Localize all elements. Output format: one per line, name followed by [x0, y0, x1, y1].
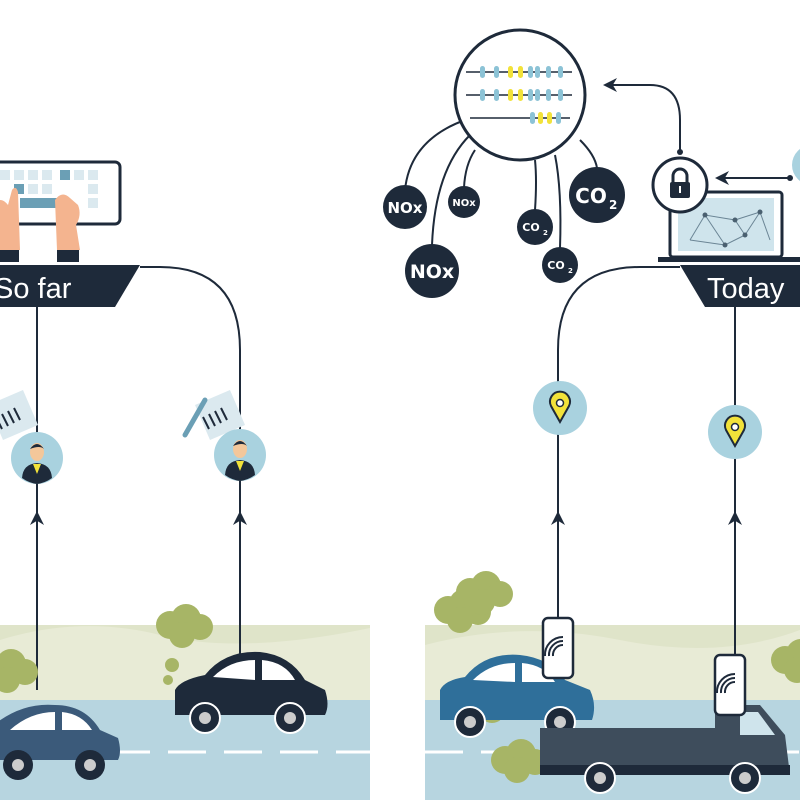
svg-text:2: 2: [543, 229, 548, 237]
emission-badge-co2: CO 2: [517, 209, 553, 245]
arrow-to-data: [603, 78, 681, 152]
svg-text:NOx: NOx: [452, 198, 476, 209]
location-pin-icon: [707, 404, 763, 460]
car-icon: [0, 704, 120, 780]
banner-label: So far: [0, 273, 72, 305]
today-banner: Today: [680, 265, 800, 307]
data-circle-icon: [453, 28, 587, 162]
cloud-circle-icon: [792, 149, 800, 181]
banner-label: Today: [707, 273, 785, 305]
emission-badge-nox: NOx: [405, 244, 459, 298]
flow-line: [557, 266, 680, 620]
left-panel-so-far: So far: [0, 160, 370, 800]
emission-badge-co2: CO 2: [569, 167, 625, 223]
emission-badge-co2: CO 2: [542, 247, 578, 283]
location-pin-icon: [532, 380, 588, 436]
svg-text:2: 2: [568, 267, 573, 275]
svg-text:2: 2: [609, 198, 617, 212]
pen-icon: [182, 397, 208, 438]
person-icon: [11, 432, 63, 484]
car-icon: [175, 651, 328, 734]
hands-icon: [0, 187, 80, 262]
so-far-banner: So far: [0, 265, 140, 307]
svg-text:CO: CO: [547, 259, 564, 272]
svg-text:CO: CO: [522, 221, 539, 234]
keyboard-icon: [0, 160, 122, 226]
truck-icon: [540, 705, 790, 794]
person-icon: [214, 429, 266, 481]
svg-text:NOx: NOx: [388, 199, 423, 217]
laptop-network-icon: [658, 190, 800, 262]
emission-badge-nox: NOx: [383, 185, 427, 229]
svg-text:NOx: NOx: [410, 261, 454, 283]
emission-badge-nox: NOx: [448, 186, 480, 218]
smartphone-signal-icon: [541, 616, 575, 680]
flow-line: [140, 266, 241, 690]
right-panel-today: NOx NOx NOx CO 2 CO 2 CO 2: [383, 28, 800, 800]
smoke-icon: [0, 604, 213, 693]
lock-icon: [651, 156, 709, 214]
smartphone-signal-icon: [713, 653, 747, 717]
svg-text:CO: CO: [575, 184, 607, 208]
